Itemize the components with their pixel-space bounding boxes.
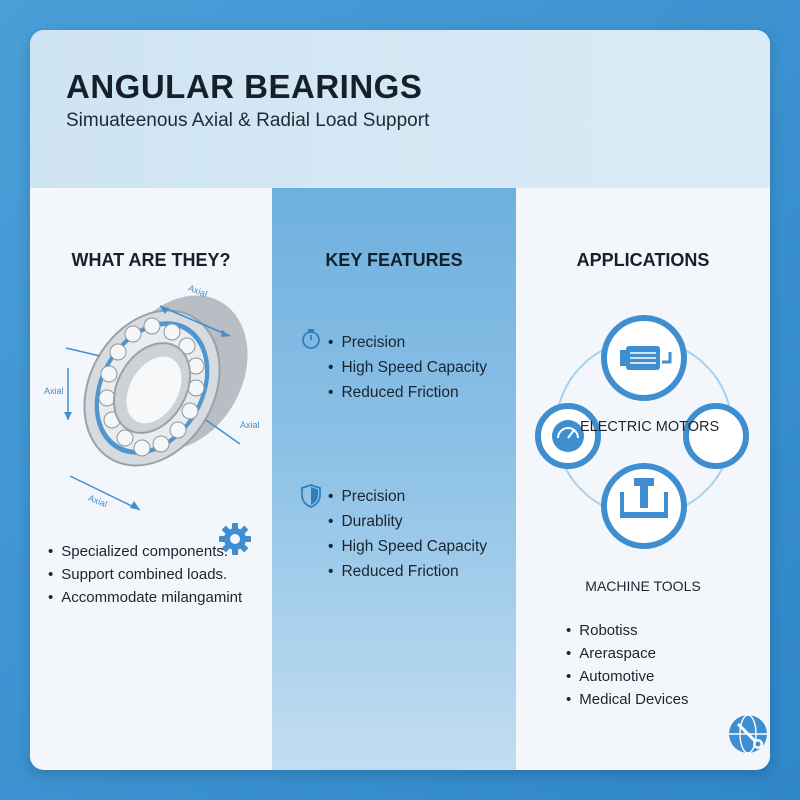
globe-tools-icon <box>729 714 767 754</box>
list-item: Durablity <box>328 509 487 534</box>
header: ANGULAR BEARINGS Simuateenous Axial & Ra… <box>30 30 770 188</box>
what-heading: WHAT ARE THEY? <box>71 250 231 270</box>
list-item: Precision <box>328 484 487 509</box>
machine-tool-icon <box>620 478 668 518</box>
shield-icon <box>301 484 321 508</box>
features-heading: KEY FEATURES <box>325 250 463 270</box>
list-item: Specialized components. <box>48 540 242 563</box>
electric-motors-label: ELECTRIC MOTORS <box>580 419 720 435</box>
list-item: Medical Devices <box>566 688 688 711</box>
list-item: Automotive <box>566 665 688 688</box>
applications-column: APPLICATIONS <box>516 188 770 770</box>
bearing-diagram <box>64 295 248 511</box>
list-item: Reduced Friction <box>328 559 487 584</box>
axial-label-right: Axial <box>240 420 260 430</box>
machine-tools-label: MACHINE TOOLS <box>585 578 701 594</box>
list-item: Reduced Friction <box>328 380 487 405</box>
applications-heading: APPLICATIONS <box>576 250 710 270</box>
list-item: Robotiss <box>566 619 688 642</box>
list-item: Areraspace <box>566 642 688 665</box>
applications-list: Robotiss Areraspace Automotive Medical D… <box>566 619 688 711</box>
list-item: Support combined loads. <box>48 563 242 586</box>
list-item: Precision <box>328 330 487 355</box>
list-item: Accommodate milangamint <box>48 586 242 609</box>
key-features-column: KEY FEATURES Precision High Speed Capaci… <box>272 188 516 770</box>
page-subtitle: Simuateenous Axial & Radial Load Support <box>66 110 430 131</box>
applications-diagram <box>535 315 749 549</box>
list-item: High Speed Capacity <box>328 355 487 380</box>
motor-icon <box>620 346 672 370</box>
stopwatch-icon <box>302 329 320 349</box>
infographic-card: ANGULAR BEARINGS Simuateenous Axial & Ra… <box>30 30 770 770</box>
axial-label-left: Axial <box>44 386 64 396</box>
list-item: High Speed Capacity <box>328 534 487 559</box>
features-list-2: Precision Durablity High Speed Capacity … <box>328 484 487 584</box>
page-title: ANGULAR BEARINGS <box>66 68 423 105</box>
what-list: Specialized components. Support combined… <box>48 540 242 609</box>
features-list-1: Precision High Speed Capacity Reduced Fr… <box>328 330 487 405</box>
what-are-they-column: WHAT ARE THEY? <box>30 188 272 770</box>
